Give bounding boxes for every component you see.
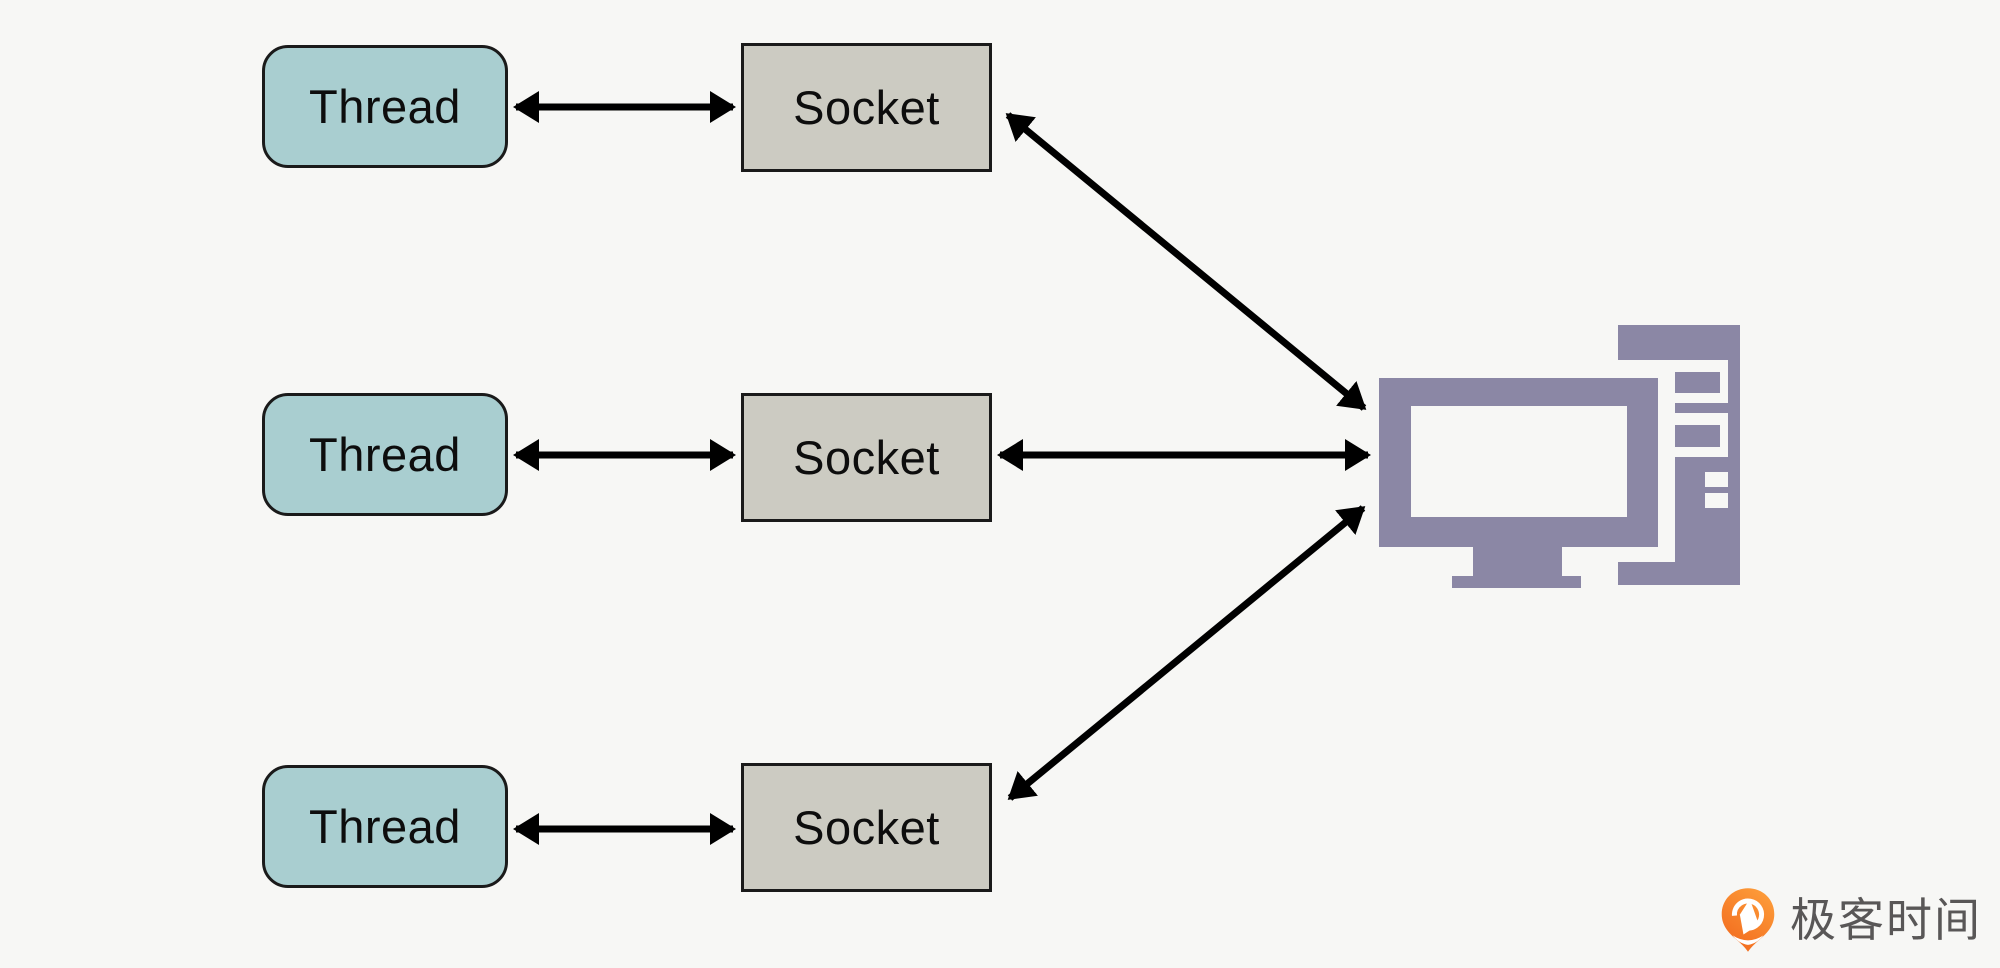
socket-node-3: Socket (741, 763, 992, 892)
thread-node-1: Thread (262, 45, 508, 168)
thread-node-2-label: Thread (309, 428, 461, 481)
socket-node-1: Socket (741, 43, 992, 172)
thread-node-3: Thread (262, 765, 508, 888)
brand-logo-text: 极客时间 (1790, 894, 1982, 946)
socket-node-1-label: Socket (793, 81, 940, 134)
geektime-logo-icon (1719, 887, 1777, 953)
thread-node-3-label: Thread (309, 800, 461, 853)
socket-node-3-label: Socket (793, 801, 940, 854)
arrow-socket3-computer (1007, 505, 1366, 801)
thread-node-2: Thread (262, 393, 508, 516)
thread-node-1-label: Thread (309, 80, 461, 133)
desktop-computer-icon (1376, 323, 1741, 588)
brand-logo: 极客时间 (1719, 887, 1982, 953)
socket-node-2: Socket (741, 393, 992, 522)
arrow-socket1-computer (1005, 112, 1367, 411)
socket-node-2-label: Socket (793, 431, 940, 484)
